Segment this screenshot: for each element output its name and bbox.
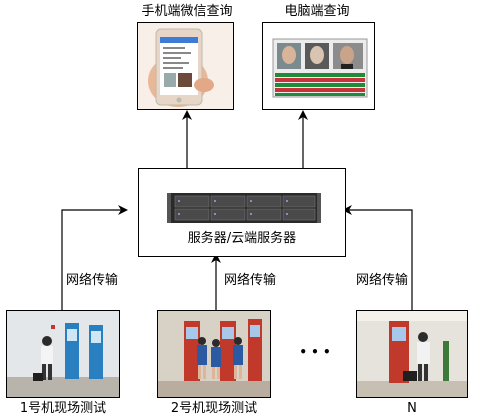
site-n-caption: N [407,401,417,416]
site-n-panel [356,310,468,398]
pc-screen-photo-icon [263,23,374,109]
mobile-query-title: 手机端微信查询 [141,4,233,19]
site-2-panel [157,310,271,398]
ellipsis-more-sites: • • • [299,345,331,359]
server-label: 服务器/云端服务器 [187,231,297,246]
site-1-caption: 1号机现场测试 [19,401,107,416]
server-rack-icon [167,193,321,223]
network-transfer-label-center: 网络传输 [224,273,277,288]
site-n-photo-icon [357,311,467,397]
pc-query-title: 电脑端查询 [284,4,350,19]
site-1-panel [6,310,120,398]
site-2-caption: 2号机现场测试 [170,401,258,416]
network-transfer-label-left: 网络传输 [66,273,119,288]
arrow-from-site-1 [61,205,128,310]
network-transfer-label-right: 网络传输 [356,273,409,288]
mobile-query-panel [137,22,234,110]
phone-photo-icon [138,23,233,109]
arrow-from-site-n [342,205,413,310]
site-1-photo-icon [7,311,119,397]
site-2-photo-icon [158,311,270,397]
server-node: 服务器/云端服务器 [138,168,346,257]
pc-query-panel [262,22,375,110]
